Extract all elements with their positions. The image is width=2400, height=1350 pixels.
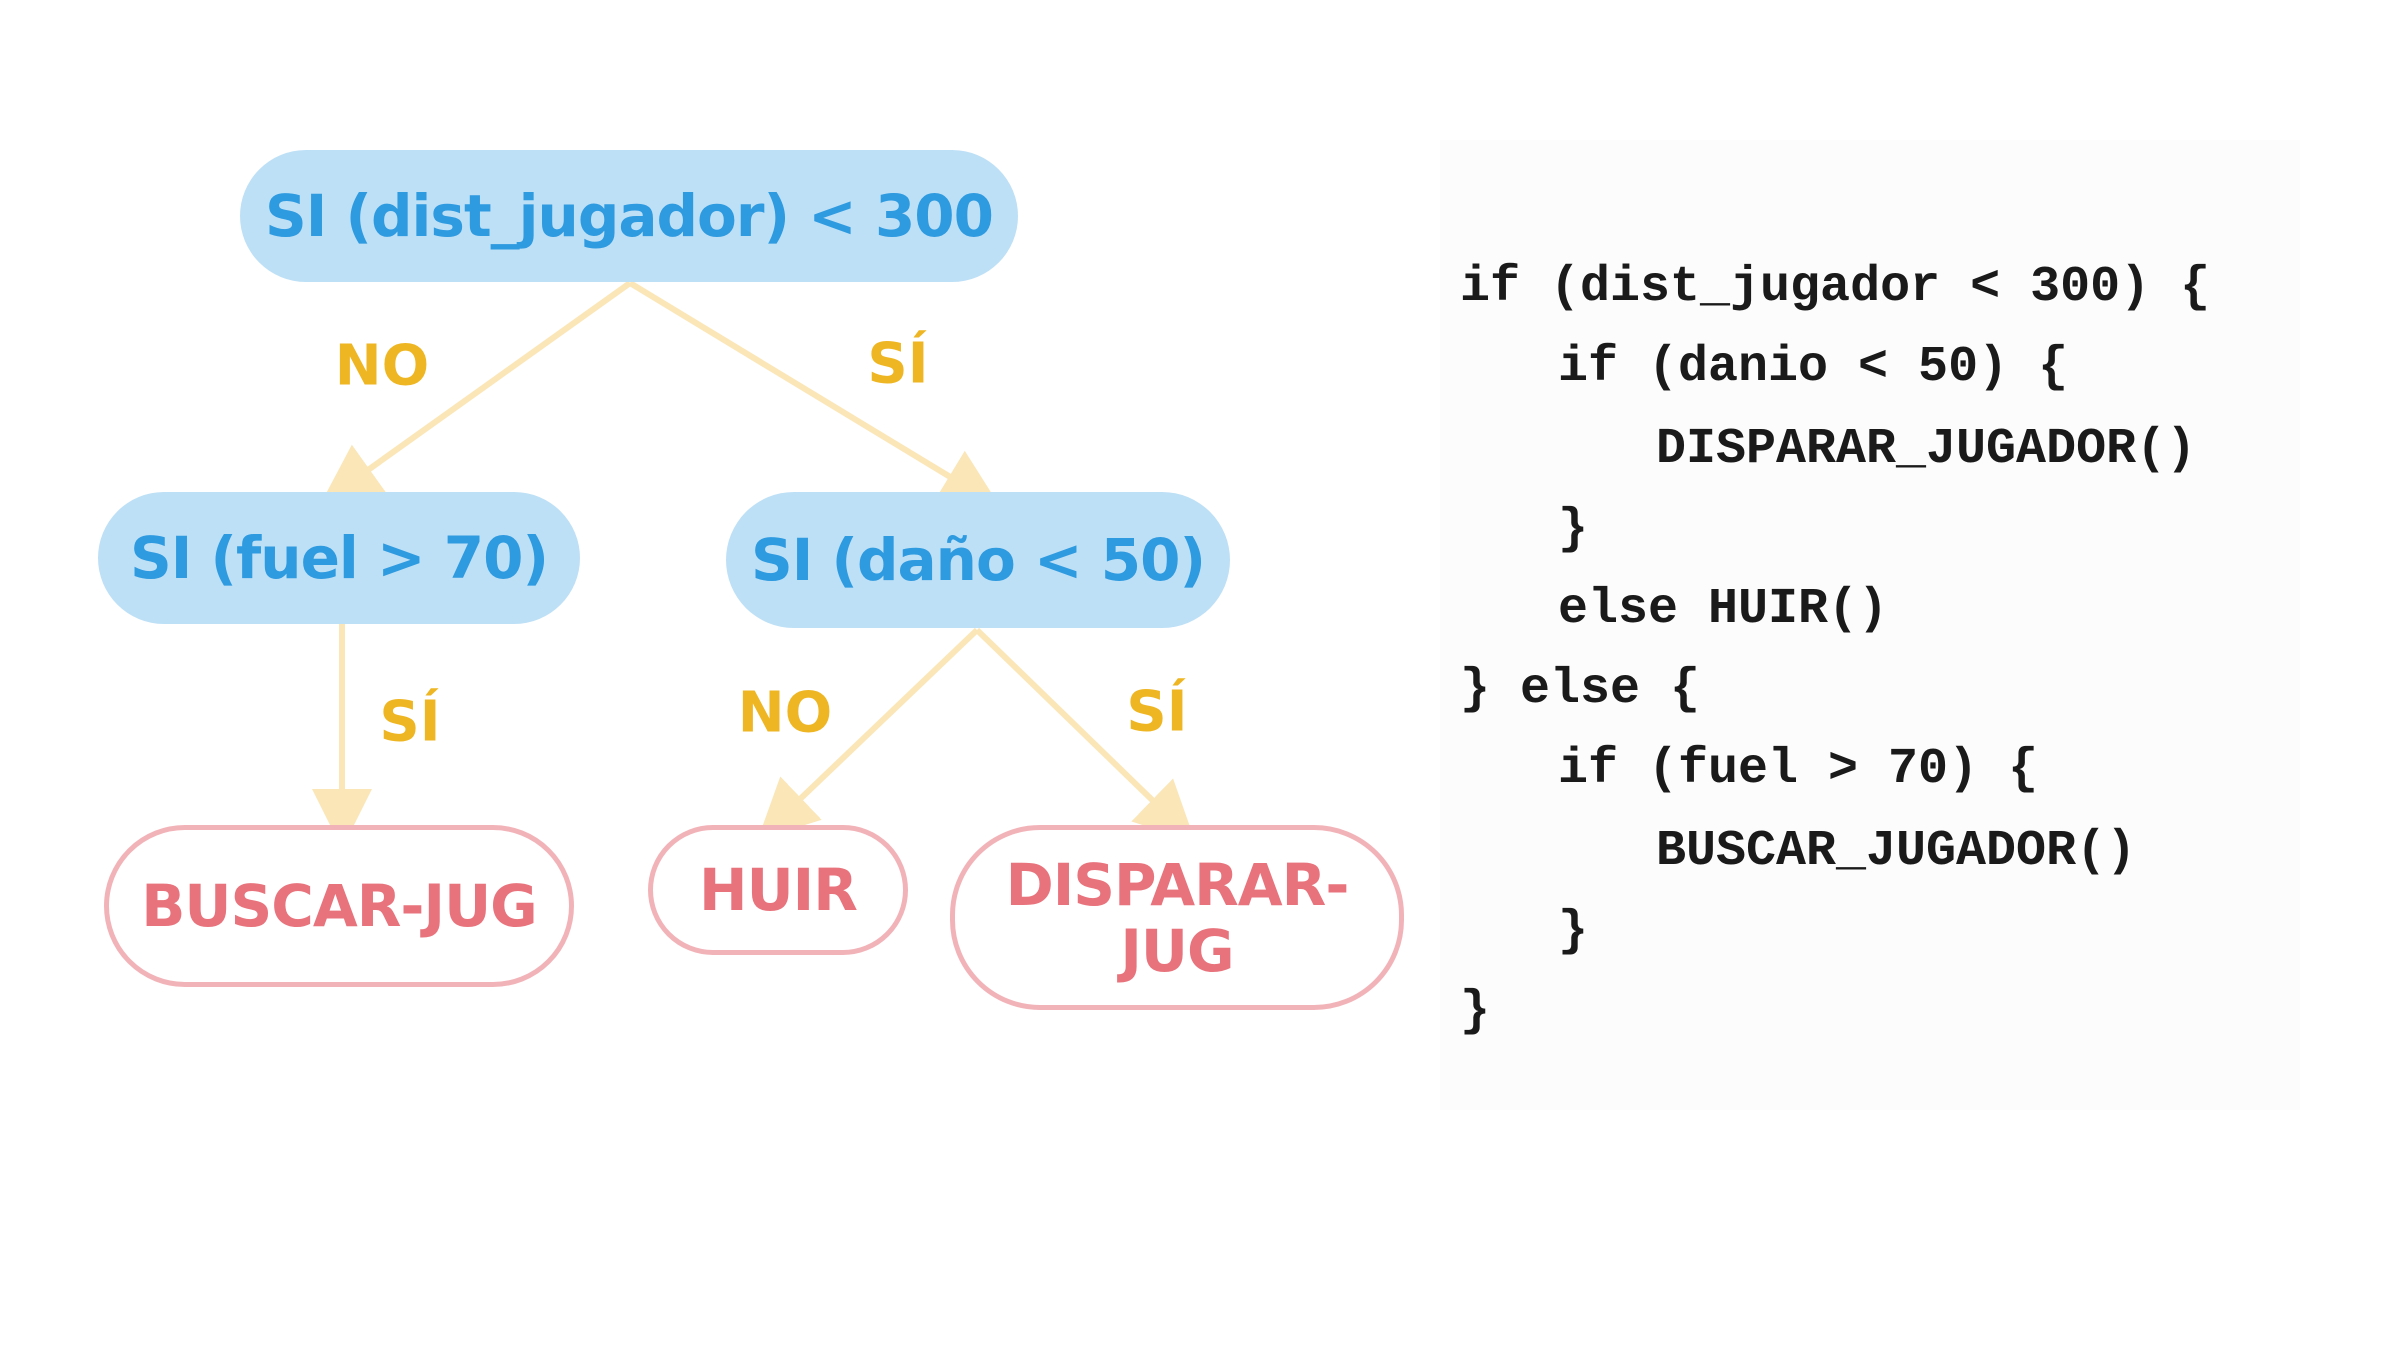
code-panel: if (dist_jugador < 300) { if (danio < 50… xyxy=(1440,140,2300,1110)
code-line-8: BUSCAR_JUGADOR() xyxy=(1656,823,2137,880)
disparar-action-label: DISPARAR- JUG xyxy=(1005,850,1350,985)
edge-label-dano-no: NO xyxy=(737,680,833,746)
edge-label-root-no: NO xyxy=(334,333,430,399)
edge-root-to-dano xyxy=(628,280,1001,508)
code-line-1: if (dist_jugador < 300) { xyxy=(1460,259,2211,316)
root-decision-node: SI (dist_jugador) < 300 xyxy=(240,150,1018,282)
edge-root-to-fuel xyxy=(320,280,632,504)
root-decision-label: SI (dist_jugador) < 300 xyxy=(264,182,994,250)
disparar-action-node: DISPARAR- JUG xyxy=(950,825,1404,1010)
buscar-action-label: BUSCAR-JUG xyxy=(141,872,538,940)
edge-label-root-si: SÍ xyxy=(867,331,929,397)
dano-decision-node: SI (daño < 50) xyxy=(726,492,1230,628)
code-line-2: if (danio < 50) { xyxy=(1558,339,2069,396)
edge-dano-to-disparar xyxy=(974,627,1196,842)
code-line-9: } xyxy=(1558,903,1589,960)
huir-action-node: HUIR xyxy=(648,825,908,955)
fuel-decision-label: SI (fuel > 70) xyxy=(130,524,549,592)
edge-label-dano-si: SÍ xyxy=(1126,679,1188,745)
dano-decision-label: SI (daño < 50) xyxy=(750,526,1206,594)
buscar-action-node: BUSCAR-JUG xyxy=(104,825,574,987)
code-line-10: } xyxy=(1460,983,1491,1040)
fuel-decision-node: SI (fuel > 70) xyxy=(98,492,580,624)
code-line-7: if (fuel > 70) { xyxy=(1558,741,2039,798)
code-line-3: DISPARAR_JUGADOR() xyxy=(1656,421,2197,478)
code-line-5: else HUIR() xyxy=(1558,581,1889,638)
edge-dano-to-huir xyxy=(757,627,980,840)
huir-action-label: HUIR xyxy=(699,856,858,924)
edge-label-fuel-si: SÍ xyxy=(379,689,441,755)
code-line-6: } else { xyxy=(1460,661,1701,718)
code-line-4: } xyxy=(1558,501,1589,558)
